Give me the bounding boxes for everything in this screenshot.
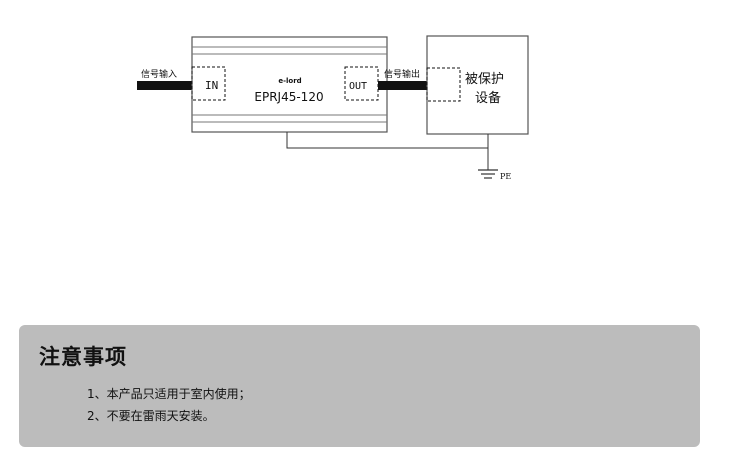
ground-symbol — [478, 169, 498, 179]
input-cable — [137, 81, 192, 90]
notice-list: 1、本产品只适用于室内使用； 2、不要在雷雨天安装。 — [87, 383, 251, 427]
signal-out-label: 信号输出 — [384, 68, 420, 80]
notice-title: 注意事项 — [39, 345, 127, 369]
ground-wire — [286, 132, 488, 149]
protected-device-label-2: 设备 — [475, 90, 501, 106]
port-in-label: IN — [205, 79, 218, 92]
notice-panel: 注意事项 1、本产品只适用于室内使用； 2、不要在雷雨天安装。 — [19, 325, 700, 447]
port-out — [344, 66, 379, 101]
ground-label: PE — [500, 172, 511, 181]
device-port — [426, 67, 461, 102]
notice-item: 1、本产品只适用于室内使用； — [87, 387, 251, 401]
port-out-label: OUT — [349, 81, 367, 92]
signal-in-label: 信号输入 — [141, 68, 177, 80]
notice-item: 2、不要在雷雨天安装。 — [87, 409, 215, 423]
brand-label: e-lord — [278, 77, 301, 85]
port-in — [191, 66, 226, 101]
output-cable — [378, 81, 433, 90]
model-label: EPRJ45-120 — [254, 90, 323, 104]
wiring-diagram: 信号输入 IN e-lord EPRJ45-120 OUT 信号输出 被保护 设… — [137, 35, 529, 181]
protected-device-label-1: 被保护 — [465, 72, 504, 87]
